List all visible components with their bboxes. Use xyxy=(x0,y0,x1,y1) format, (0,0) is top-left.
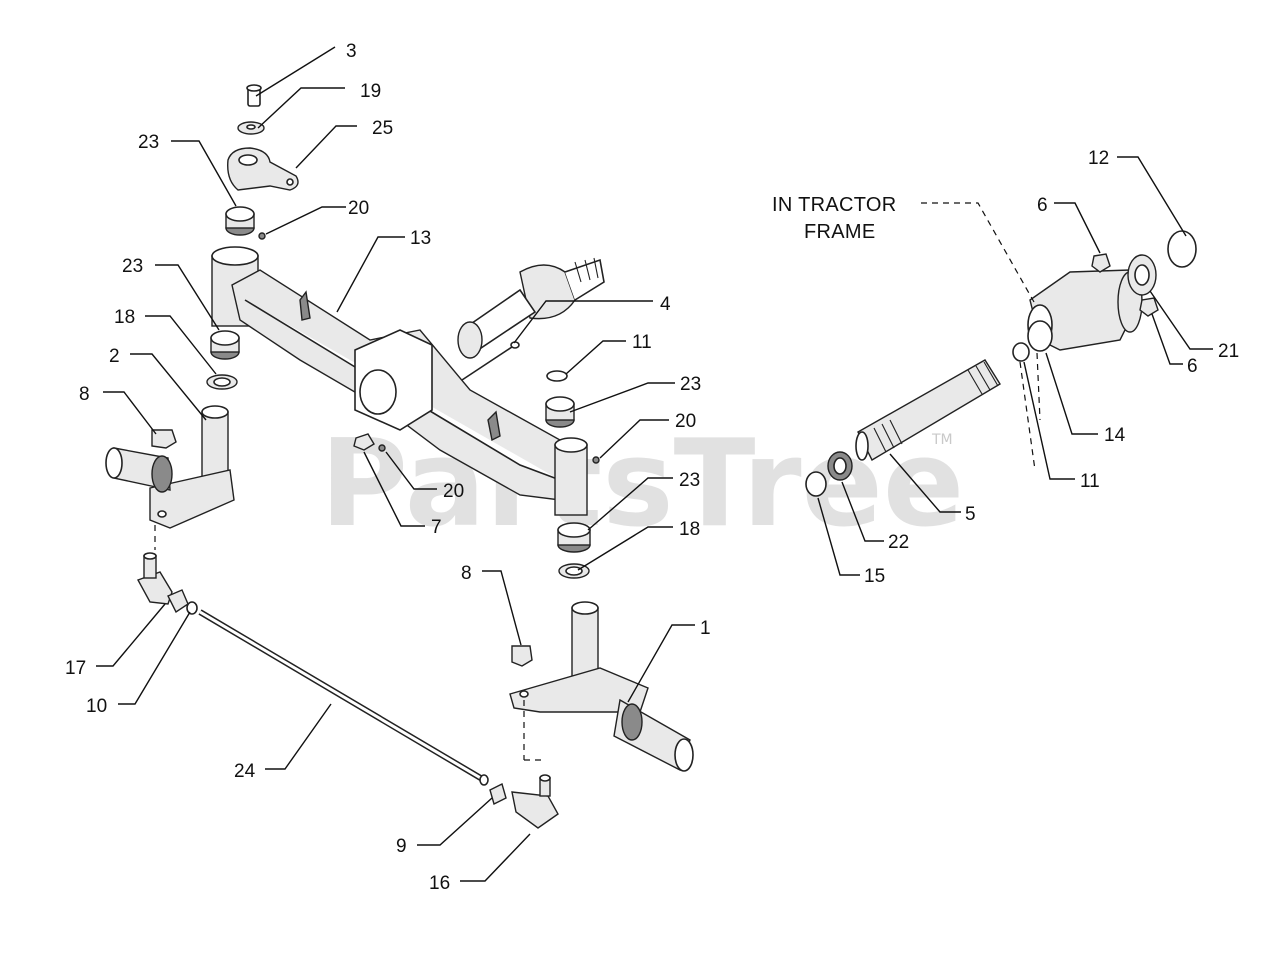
callout-23-right-top: 23 xyxy=(680,374,701,395)
leader-frame xyxy=(921,202,1035,303)
part-13-axle xyxy=(231,269,588,516)
callout-20-top: 20 xyxy=(348,198,369,219)
part-6-nut-top xyxy=(1091,253,1111,273)
callout-17: 17 xyxy=(65,658,86,679)
dash-14 xyxy=(1036,352,1041,421)
callout-1: 1 xyxy=(700,618,711,639)
part-6-nut-bottom xyxy=(1139,297,1159,317)
callout-11-left: 11 xyxy=(632,332,652,353)
part-8-nut-right xyxy=(511,645,533,667)
callout-3: 3 xyxy=(346,41,357,62)
callout-18-left: 18 xyxy=(114,307,135,328)
callout-23-right-bottom: 23 xyxy=(679,470,700,491)
part-10-nut-left xyxy=(167,589,198,615)
callout-20-right: 20 xyxy=(675,411,696,432)
part-9-nut-right xyxy=(489,782,507,806)
callout-8-left: 8 xyxy=(79,384,90,405)
dash-11 xyxy=(1019,361,1036,471)
callout-20-mid: 20 xyxy=(443,481,464,502)
part-23-bushing-left xyxy=(210,330,240,360)
callout-14: 14 xyxy=(1104,425,1126,446)
callout-2: 2 xyxy=(109,346,120,367)
part-25-arm xyxy=(227,147,299,191)
part-18-washer-left xyxy=(206,374,238,390)
part-11-ring-right xyxy=(1012,342,1030,362)
part-17-tie-rod-end-left xyxy=(136,552,173,605)
part-24-tie-rod xyxy=(198,609,489,786)
part-23-bushing-top xyxy=(225,206,255,236)
part-23-bushing-right-top xyxy=(545,396,575,428)
callout-11-right: 11 xyxy=(1080,471,1100,492)
part-16-tie-rod-end-right xyxy=(511,774,559,829)
callout-9: 9 xyxy=(396,836,407,857)
callout-16: 16 xyxy=(429,873,450,894)
callout-22: 22 xyxy=(888,532,909,553)
callout-8-right: 8 xyxy=(461,563,472,584)
callout-5: 5 xyxy=(965,504,976,525)
callout-24: 24 xyxy=(234,761,256,782)
part-8-nut-left xyxy=(151,429,177,449)
part-21-seal xyxy=(1127,254,1157,296)
frame-label-line1: IN TRACTOR xyxy=(772,194,897,216)
leader-lines xyxy=(96,46,1213,882)
part-2-spindle-left xyxy=(105,405,235,529)
part-3-bolt xyxy=(246,84,262,107)
frame-label-line2: FRAME xyxy=(804,221,876,243)
part-1-spindle-right xyxy=(509,601,694,772)
part-7-nut xyxy=(353,433,386,452)
part-23-bushing-right-bottom xyxy=(557,522,591,553)
callout-6-bottom: 6 xyxy=(1187,356,1198,377)
part-22-bearing xyxy=(827,451,853,481)
callout-10: 10 xyxy=(86,696,107,717)
part-15-ring xyxy=(805,471,827,497)
callout-23-left: 23 xyxy=(122,256,143,277)
callout-15: 15 xyxy=(864,566,885,587)
callout-21: 21 xyxy=(1218,341,1239,362)
callout-12: 12 xyxy=(1088,148,1109,169)
callout-4: 4 xyxy=(660,294,671,315)
callout-25: 25 xyxy=(372,118,393,139)
part-19-washer xyxy=(237,121,265,135)
callout-7: 7 xyxy=(431,517,442,538)
part-5-shaft xyxy=(855,359,1001,461)
part-11-clip xyxy=(546,370,568,382)
callout-23-top: 23 xyxy=(138,132,159,153)
axle-drive-flange xyxy=(457,257,605,359)
part-14-ring xyxy=(1027,320,1053,352)
watermark-tm: TM xyxy=(931,432,953,448)
part-20-fitting xyxy=(258,232,600,464)
part-12-ring xyxy=(1167,230,1197,268)
callout-18-right: 18 xyxy=(679,519,700,540)
callout-19: 19 xyxy=(360,81,381,102)
callout-6-top: 6 xyxy=(1037,195,1048,216)
callout-13: 13 xyxy=(410,228,431,249)
